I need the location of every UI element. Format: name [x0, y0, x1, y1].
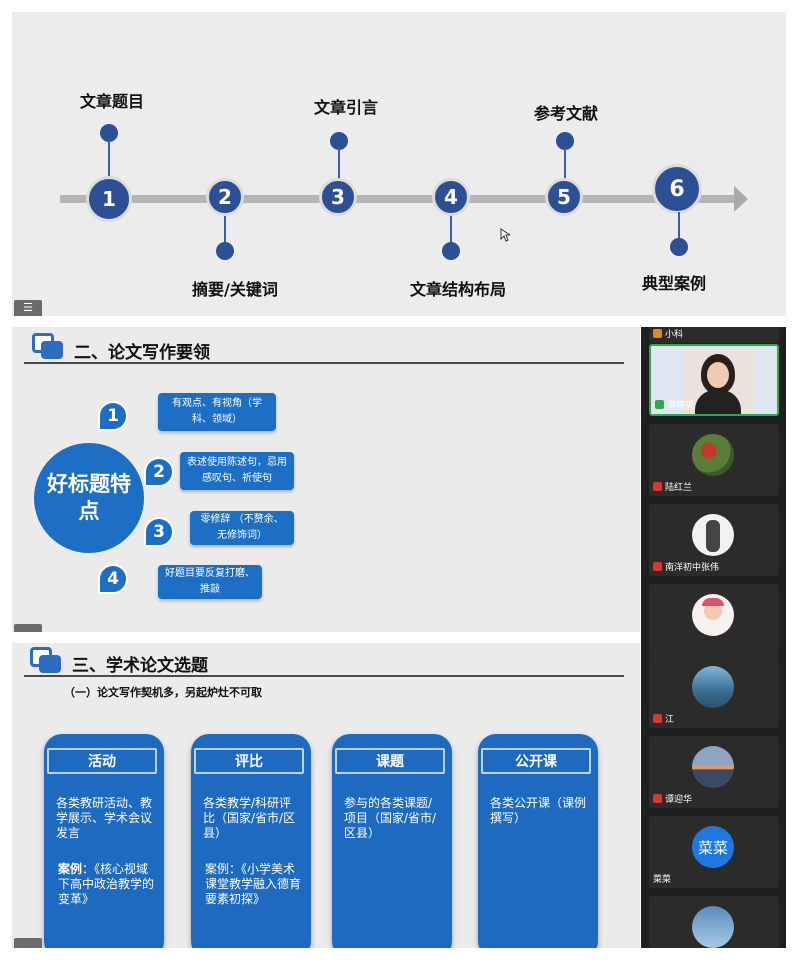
- card-body: 各类公开课（课例撰写）: [490, 796, 587, 825]
- section-divider: [24, 675, 624, 677]
- timeline-stem: [338, 148, 340, 182]
- card-body: 参与的各类课题/项目（国家/省市/区县）: [344, 796, 437, 840]
- card-body: 各类教研活动、教学展示、学术会议发言: [56, 796, 153, 840]
- timeline-label-5: 参考文献: [534, 104, 599, 123]
- point-badge-4: 4: [98, 564, 128, 594]
- slide-topic-selection: 三、学术论文选题 （一）论文写作契机多，另起炉灶不可取 活动 各类教研活动、教学…: [12, 643, 640, 948]
- card-open-class: 公开课 各类公开课（课例撰写）: [478, 734, 598, 948]
- participant-tile[interactable]: [649, 896, 779, 948]
- timeline-stem: [678, 212, 680, 242]
- participant-name: 陆红兰: [653, 480, 692, 493]
- timeline-node-1: 1: [86, 176, 132, 222]
- participant-name: 菜菜: [653, 875, 672, 885]
- mic-off-icon: [653, 714, 662, 723]
- timeline-node-5: 5: [545, 178, 583, 216]
- slide-menu-icon[interactable]: ☰: [14, 300, 42, 316]
- mic-icon: [655, 400, 664, 409]
- point-badge-2: 2: [144, 457, 174, 487]
- timeline-node-4: 4: [432, 178, 470, 216]
- timeline-stem: [564, 148, 566, 182]
- card-header: 公开课: [481, 748, 591, 774]
- participant-tile[interactable]: 小科: [649, 327, 779, 343]
- participant-tile[interactable]: 谭迎华: [649, 736, 779, 808]
- section-icon: [30, 647, 61, 673]
- participant-tile[interactable]: 南洋初中张伟: [649, 504, 779, 576]
- participant-name: 小科: [653, 327, 683, 340]
- card-header: 活动: [47, 748, 157, 774]
- timeline-stem: [450, 216, 452, 246]
- participant-video-strip: 小科 谢晓英 陆红兰 南洋初中张伟 江 谭迎华 菜菜 菜: [641, 327, 786, 948]
- mic-off-icon: [653, 794, 662, 803]
- timeline-pin-dot: [442, 242, 460, 260]
- timeline-label-1: 文章题目: [80, 92, 145, 111]
- slide-menu-icon[interactable]: [14, 624, 42, 632]
- participant-tile-active[interactable]: 谢晓英: [649, 344, 779, 416]
- timeline-label-4: 文章结构布局: [410, 280, 507, 299]
- avatar: [692, 514, 734, 556]
- point-pill-1: 有观点、有视角（学科、领域）: [158, 393, 276, 431]
- participant-tile[interactable]: 菜菜 菜菜: [649, 816, 779, 888]
- participant-tile[interactable]: 江: [649, 656, 779, 728]
- slide-timeline: 文章题目 1 2 摘要/关键词 文章引言 3 4 文章结构布局 参考文献 5 6…: [12, 12, 786, 316]
- timeline-arrow-icon: [734, 186, 748, 212]
- participant-name: 南洋初中张伟: [653, 560, 719, 573]
- timeline-node-3: 3: [319, 178, 357, 216]
- card-case-label: 案例: [58, 862, 83, 876]
- card-case: 案例：《核心视域下高中政治教学的变革》: [58, 862, 158, 907]
- section-title: 三、学术论文选题: [72, 656, 208, 676]
- participant-tile[interactable]: [649, 584, 779, 656]
- timeline-stem: [224, 216, 226, 246]
- timeline-pin-dot: [556, 132, 574, 150]
- avatar: [692, 666, 734, 708]
- timeline-pin-dot: [216, 242, 234, 260]
- timeline-label-2: 摘要/关键词: [192, 280, 278, 299]
- participant-name: 谭迎华: [653, 792, 692, 805]
- card-body: 各类教学/科研评比（国家/省市/区县）: [203, 796, 296, 840]
- timeline-node-2: 2: [206, 178, 244, 216]
- card-case-text: ：《核心视域下高中政治教学的变革》: [58, 862, 155, 906]
- point-pill-2: 表述使用陈述句，忌用感叹句、祈使句: [180, 452, 294, 490]
- timeline-node-6: 6: [652, 164, 702, 214]
- card-case: 案例：《小学美术课堂教学融入德育要素初探》: [205, 862, 302, 906]
- slide-menu-icon[interactable]: [14, 938, 42, 948]
- avatar: [692, 594, 734, 636]
- section-title: 二、论文写作要领: [74, 343, 210, 363]
- avatar: [692, 906, 734, 948]
- mouse-cursor-icon: [500, 228, 510, 242]
- card-header: 课题: [335, 748, 445, 774]
- participant-name: 江: [653, 712, 674, 725]
- section-icon: [32, 333, 63, 359]
- point-badge-3: 3: [144, 517, 174, 547]
- timeline-label-6: 典型案例: [642, 274, 707, 293]
- timeline-axis: [60, 195, 740, 203]
- center-topic-circle: 好标题特点: [34, 443, 144, 553]
- slide-title-features: 二、论文写作要领 好标题特点 1 有观点、有视角（学科、领域） 2 表述使用陈述…: [12, 327, 640, 632]
- mic-icon: [653, 329, 662, 338]
- timeline-label-3: 文章引言: [314, 98, 379, 117]
- point-pill-3: 零修辞 （不赘余、无修饰词）: [190, 511, 294, 545]
- timeline-pin-dot: [100, 124, 118, 142]
- video-feed: [683, 350, 753, 414]
- card-activity: 活动 各类教研活动、教学展示、学术会议发言 案例：《核心视域下高中政治教学的变革…: [44, 734, 164, 948]
- timeline-pin-dot: [330, 132, 348, 150]
- mic-off-icon: [653, 562, 662, 571]
- point-badge-1: 1: [98, 401, 128, 431]
- card-project: 课题 参与的各类课题/项目（国家/省市/区县）: [332, 734, 452, 948]
- section-divider: [24, 362, 624, 364]
- timeline-stem: [108, 140, 110, 180]
- participant-name: 谢晓英: [655, 398, 694, 411]
- card-header: 评比: [194, 748, 304, 774]
- section-subtitle: （一）论文写作契机多，另起炉灶不可取: [64, 686, 262, 699]
- card-competition: 评比 各类教学/科研评比（国家/省市/区县） 案例：《小学美术课堂教学融入德育要…: [191, 734, 311, 948]
- avatar: 菜菜: [692, 826, 734, 868]
- point-pill-4: 好题目要反复打磨、推敲: [158, 565, 262, 599]
- participant-tile[interactable]: 陆红兰: [649, 424, 779, 496]
- avatar: [692, 434, 734, 476]
- timeline-pin-dot: [670, 238, 688, 256]
- mic-off-icon: [653, 482, 662, 491]
- avatar: [692, 746, 734, 788]
